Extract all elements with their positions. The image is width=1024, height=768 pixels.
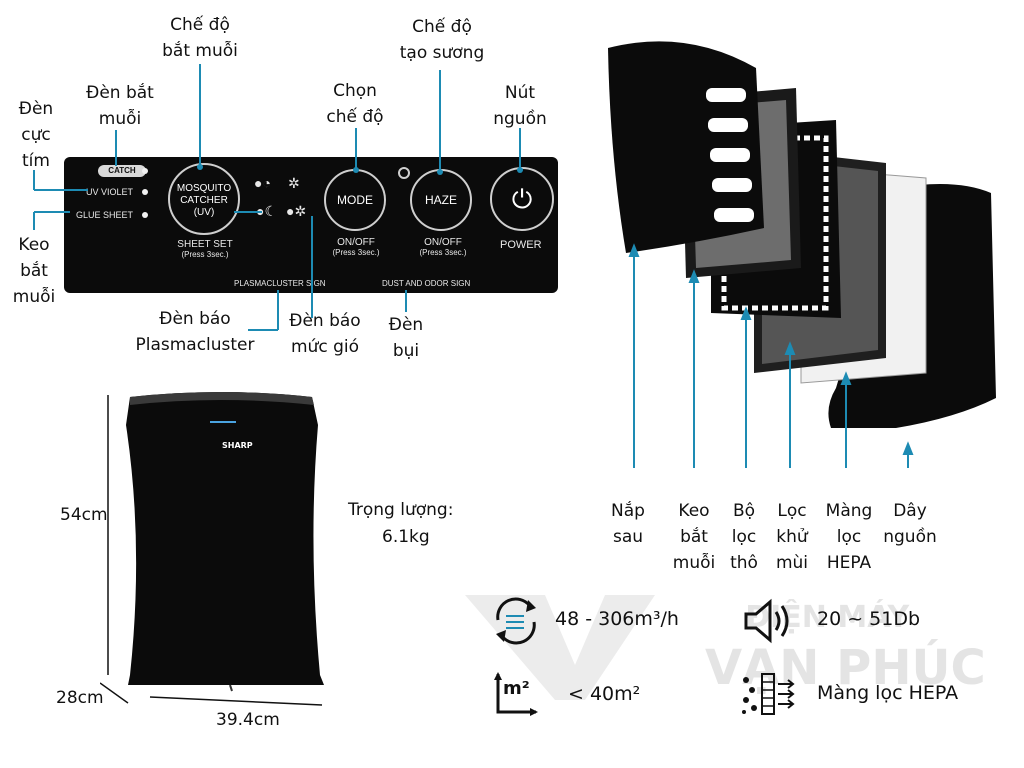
weight-value: 6.1kg <box>382 527 430 547</box>
exploded-filter-view <box>608 41 996 468</box>
haze-sub-label: ON/OFF (Press 3sec.) <box>419 237 467 257</box>
watermark-line2: VẠN PHÚC <box>705 640 986 696</box>
power-label: POWER <box>500 239 542 251</box>
area-icon-text: m² <box>503 678 530 699</box>
weight-label: Trọng lượng: <box>348 500 454 520</box>
spec-area: < 40m² <box>568 683 641 705</box>
catch-indicator: CATCH <box>98 165 146 177</box>
auto-mode-icon: ●◔ <box>254 175 271 191</box>
spec-noise: 20 ~ 51Db <box>817 608 921 630</box>
dimension-height: 54cm <box>60 505 108 525</box>
fan-level-icon: ●✲ <box>286 203 307 219</box>
uv-violet-label: UV VIOLET <box>86 187 134 197</box>
dust-odor-sign: DUST AND ODOR SIGN <box>382 279 471 288</box>
watermark-line1: ĐIỆN MÁY <box>745 600 910 635</box>
callout-catch-light: Đèn bắt muỗi <box>86 83 154 129</box>
hepa-filter-icon <box>742 673 795 715</box>
glue-sheet-label: GLUE SHEET <box>76 210 134 220</box>
dimension-depth: 28cm <box>56 688 104 708</box>
spec-filter: Màng lọc HEPA <box>817 682 959 704</box>
callout-glue-sheet: Keo bắt muỗi <box>12 235 56 307</box>
fan-icon: ✲ <box>288 175 300 191</box>
speaker-icon <box>744 598 789 644</box>
sheet-set-label: SHEET SET (Press 3sec.) <box>177 239 233 259</box>
callout-mode-select: Chọn chế độ <box>326 81 384 127</box>
callout-dust-light: Đèn bụi <box>388 315 424 361</box>
callout-fan-level-light: Đèn báo mức gió <box>289 311 361 357</box>
dimension-width: 39.4cm <box>216 710 280 730</box>
glue-light-dot <box>142 212 148 218</box>
mode-sub-label: ON/OFF (Press 3sec.) <box>332 237 380 257</box>
callout-power-button: Nút nguồn <box>493 83 547 129</box>
night-mode-icon: ●☾ <box>256 203 278 219</box>
plasmacluster-sign: PLASMACLUSTER SIGN <box>234 279 326 288</box>
air-purifier-front <box>100 392 324 706</box>
panel-pointer-lines <box>33 64 523 331</box>
uv-light-dot <box>142 189 148 195</box>
device-brand: SHARP <box>222 441 253 450</box>
status-ring-icon <box>398 167 410 179</box>
airflow-cycle-icon <box>496 597 536 645</box>
callout-haze-mode: Chế độ tạo sương <box>399 17 485 63</box>
area-m2-icon: m² <box>492 670 540 718</box>
catch-light-dot <box>142 168 148 174</box>
callout-mosquito-mode: Chế độ bắt muỗi <box>162 15 238 61</box>
callout-plasmacluster-light: Đèn báo Plasmacluster <box>135 309 255 355</box>
power-icon: ⏻ <box>511 184 533 214</box>
mosquito-catcher-button[interactable]: MOSQUITO CATCHER (UV) <box>168 163 240 235</box>
callout-uv-light: Đèn cực tím <box>18 99 54 171</box>
spec-airflow: 48 - 306m³/h <box>555 608 679 630</box>
